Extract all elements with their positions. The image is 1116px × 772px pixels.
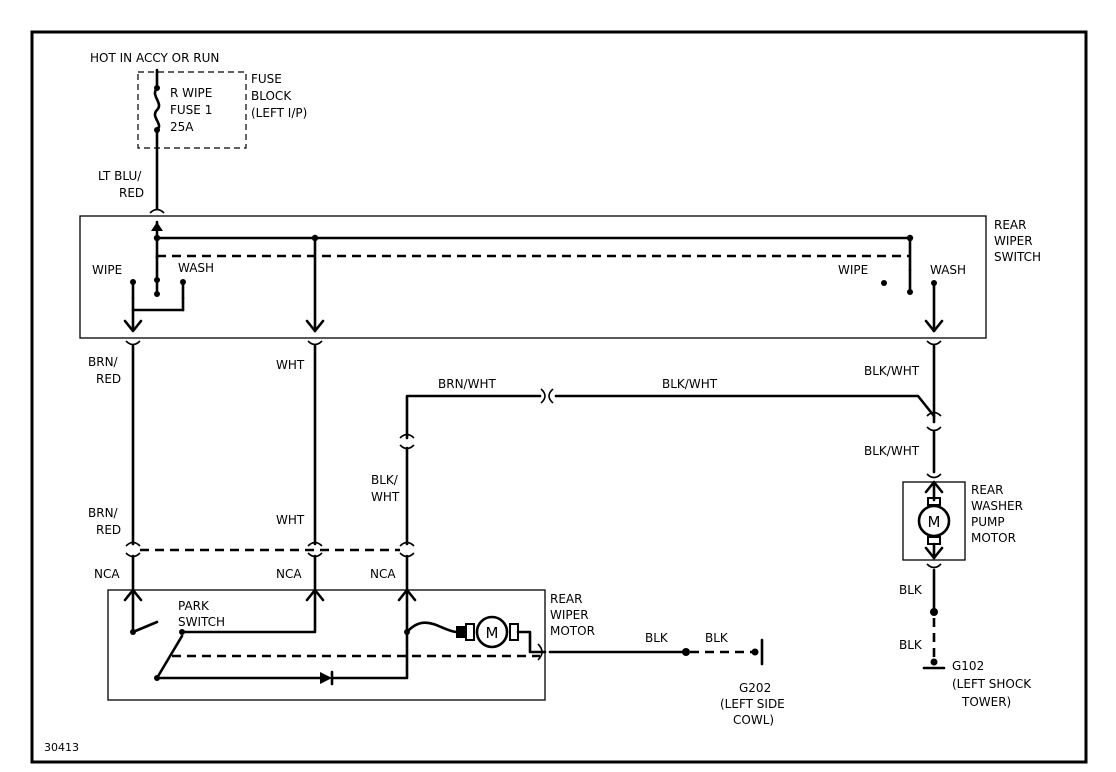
wire-label-brn-red-top-2: RED — [96, 372, 121, 386]
wire-label-wht-bottom: WHT — [276, 513, 305, 527]
switch-right-wipe: WIPE — [838, 263, 868, 277]
ground-g102-icon — [922, 658, 946, 670]
wiper-motor-label-2: WIPER — [550, 608, 589, 622]
switch-left-wipe: WIPE — [92, 263, 122, 277]
wire-label-brn-wht: BRN/WHT — [438, 377, 496, 391]
wire-label-brn-red-bottom-1: BRN/ — [88, 506, 119, 520]
wire-label-blk-wht-right1: BLK/WHT — [864, 364, 920, 378]
rear-wiper-switch-box — [79, 215, 987, 339]
washer-motor-symbol: M — [928, 513, 941, 531]
fuse-name: R WIPE — [170, 86, 212, 100]
washer-motor-label-3: PUMP — [971, 515, 1005, 529]
wiper-motor-internal-wiring — [123, 588, 540, 686]
fuse-rating: 25A — [170, 120, 194, 134]
wiper-motor-symbol: M — [486, 624, 499, 642]
switch-left-wash: WASH — [178, 261, 214, 275]
washer-motor-icon — [917, 480, 951, 560]
ground-g102-id: G102 — [952, 659, 984, 673]
ground-g202-icon — [751, 638, 764, 666]
fuse-block-outline — [137, 71, 247, 149]
connector-brn-red-top — [125, 340, 141, 346]
wire-label-blk-motor-1: BLK — [645, 631, 669, 645]
wire-label-nca-3: NCA — [370, 567, 396, 581]
wire-label-blk-wht-left-2: WHT — [371, 490, 400, 504]
washer-motor-label-1: REAR — [971, 483, 1003, 497]
washer-motor-label-2: WASHER — [971, 499, 1023, 513]
wire-label-blk-pump-2: BLK — [899, 638, 923, 652]
fuse-block-label-2: BLOCK — [251, 89, 292, 103]
switch-label-1: REAR — [994, 218, 1026, 232]
fuse-block-label-1: FUSE — [251, 72, 282, 86]
wire-label-brn-red-top-1: BRN/ — [88, 355, 119, 369]
switch-right-wash: WASH — [930, 263, 966, 277]
connector-pump-bottom — [926, 563, 942, 569]
wire-label-nca-2: NCA — [276, 567, 302, 581]
switch-internal-wiring — [123, 220, 944, 333]
connector-brn-blk-wht — [540, 388, 554, 404]
park-switch-label-1: PARK — [178, 599, 210, 613]
wiper-motor-icon — [456, 615, 547, 661]
power-source-label: HOT IN ACCY OR RUN — [90, 51, 219, 65]
switch-label-2: WIPER — [994, 234, 1033, 248]
wire-blk-wht-long — [554, 394, 936, 424]
connector-blk-wht-right — [926, 411, 942, 432]
fuse-icon — [153, 68, 161, 210]
park-switch-label-2: SWITCH — [178, 615, 225, 629]
motor-connector-row — [125, 541, 415, 594]
diagram-id: 30413 — [44, 741, 79, 754]
wire-label-blk-wht-right2: BLK/WHT — [864, 444, 920, 458]
washer-motor-label-4: MOTOR — [971, 531, 1016, 545]
connector-wht-top — [307, 340, 323, 346]
wire-label-blk-motor-2: BLK — [705, 631, 729, 645]
wire-label-blk-wht-left-1: BLK/ — [371, 473, 399, 487]
wire-label-blk-wht-long: BLK/WHT — [662, 377, 718, 391]
wiper-motor-label-3: MOTOR — [550, 624, 595, 638]
wire-brn-wht — [405, 394, 542, 440]
fuse-block-label-3: (LEFT I/P) — [251, 106, 307, 120]
connector-feed — [149, 208, 165, 214]
splice-motor-ground — [682, 648, 690, 656]
wire-label-feed-2: RED — [119, 186, 144, 200]
ground-g202-loc-2: COWL) — [733, 713, 774, 727]
wire-label-feed-1: LT BLU/ — [98, 169, 142, 183]
wire-label-brn-red-bottom-2: RED — [96, 523, 121, 537]
ground-g202-id: G202 — [739, 681, 771, 695]
fuse-number: FUSE 1 — [170, 103, 212, 117]
wire-label-wht-top: WHT — [276, 358, 305, 372]
wire-label-blk-pump-1: BLK — [899, 583, 923, 597]
ground-g202-loc-1: (LEFT SIDE — [720, 697, 785, 711]
connector-blk-wht-top — [926, 340, 942, 346]
ground-g102-loc-2: TOWER) — [961, 695, 1011, 709]
wiper-motor-label-1: REAR — [550, 592, 582, 606]
ground-g102-loc-1: (LEFT SHOCK — [952, 677, 1032, 691]
connector-pump-top — [926, 473, 942, 479]
switch-label-3: SWITCH — [994, 250, 1041, 264]
wire-label-nca-1: NCA — [94, 567, 120, 581]
splice-pump-ground — [930, 608, 938, 616]
rear-wiper-motor-box — [107, 589, 546, 701]
diagram-frame — [30, 30, 1088, 764]
